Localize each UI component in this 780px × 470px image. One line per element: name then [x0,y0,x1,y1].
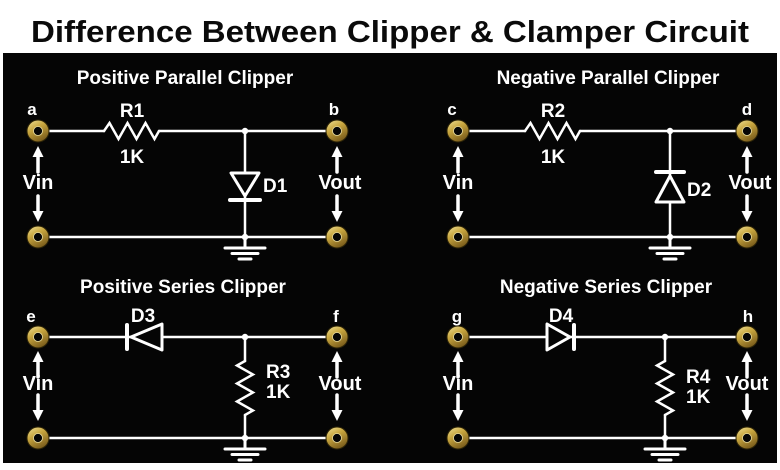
input-terminal-top [26,325,50,349]
resistor-value-label: 1K [120,147,145,168]
resistor-icon [102,120,161,142]
vin-label: Vin [443,373,474,395]
terminal-in-label: g [452,307,462,326]
diode-right-icon [545,322,572,352]
input-terminal-bottom [446,225,470,249]
diode-ref-label: D1 [263,176,288,197]
terminal-in-label: e [26,307,35,326]
vin-label: Vin [443,172,474,194]
terminal-in-label: a [27,100,37,119]
circuit-negative-series-clipper: Negative Series Clipper D4 R4 1K g h Vin… [443,277,769,462]
junction-dot [666,127,674,135]
circuit-positive-parallel-clipper: Positive Parallel Clipper R1 1K D1 a b V… [23,68,362,261]
output-terminal-top [325,119,349,143]
diode-ref-label: D3 [131,306,155,327]
input-terminal-top [26,119,50,143]
vout-label: Vout [319,373,362,395]
terminal-out-label: d [742,100,752,119]
resistor-value-label: 1K [686,387,711,408]
output-terminal-bottom [735,225,759,249]
terminal-out-label: h [743,307,753,326]
input-terminal-bottom [26,426,50,450]
terminal-out-label: b [329,100,339,119]
diode-up-icon [654,174,686,204]
junction-dot [661,333,669,341]
terminal-in-label: c [447,100,456,119]
input-terminal-bottom [26,225,50,249]
diode-down-icon [229,171,261,198]
resistor-ref-label: R1 [120,101,145,122]
page-title: Difference Between Clipper & Clamper Cir… [31,14,749,49]
resistor-value-label: 1K [266,382,291,403]
circuit-panel [3,53,777,463]
vout-label: Vout [729,172,772,194]
vin-label: Vin [23,172,54,194]
circuit-negative-parallel-clipper: Negative Parallel Clipper R2 1K D2 c d V… [443,68,772,261]
circuit-heading: Negative Series Clipper [500,277,713,298]
resistor-ref-label: R2 [541,101,565,122]
input-terminal-top [446,325,470,349]
output-terminal-bottom [325,426,349,450]
circuit-heading: Positive Series Clipper [80,277,287,298]
diode-ref-label: D2 [687,180,711,201]
resistor-icon [234,359,256,417]
circuit-heading: Positive Parallel Clipper [77,68,294,89]
output-terminal-top [735,119,759,143]
circuit-positive-series-clipper: Positive Series Clipper D3 R3 1K e f Vin… [23,277,362,462]
resistor-icon [523,120,582,142]
vout-label: Vout [726,373,769,395]
diode-left-icon [129,322,164,352]
input-terminal-bottom [446,426,470,450]
output-terminal-top [735,325,759,349]
resistor-ref-label: R4 [686,367,711,388]
output-terminal-bottom [735,426,759,450]
terminal-out-label: f [333,307,339,326]
output-terminal-top [325,325,349,349]
junction-dot [241,333,249,341]
vin-label: Vin [23,373,54,395]
input-terminal-top [446,119,470,143]
resistor-ref-label: R3 [266,362,290,383]
resistor-icon [654,359,676,417]
diode-ref-label: D4 [549,306,574,327]
resistor-value-label: 1K [541,147,566,168]
vout-label: Vout [319,172,362,194]
circuit-heading: Negative Parallel Clipper [497,68,720,89]
output-terminal-bottom [325,225,349,249]
junction-dot [241,127,249,135]
